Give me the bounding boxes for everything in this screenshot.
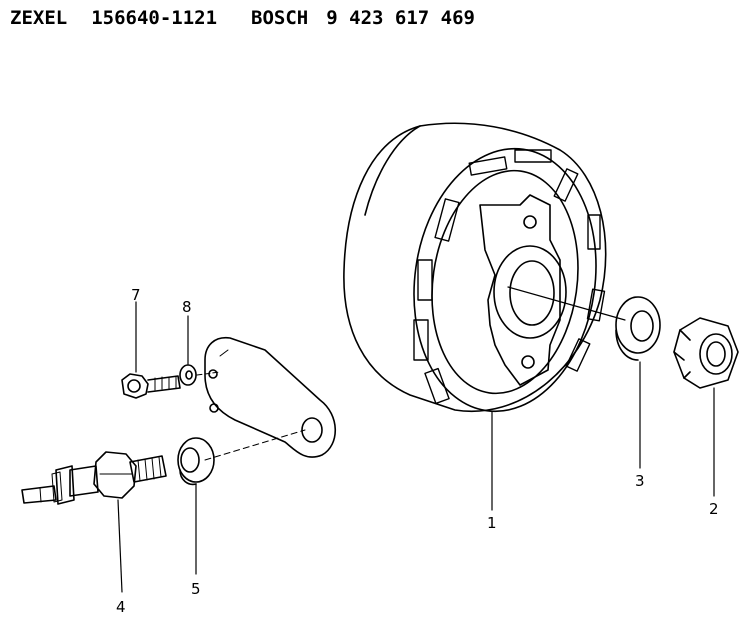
- spring-washer: [615, 296, 661, 469]
- part-label-2: 2: [709, 500, 719, 518]
- thick-washer: [177, 437, 215, 575]
- front-face-inner-rim: [431, 169, 579, 395]
- part-4-leader: [117, 499, 123, 593]
- front-face-rim: [413, 147, 597, 413]
- bosch-part-number: 9 423 617 469: [326, 7, 475, 29]
- flange-bolt: [121, 301, 181, 399]
- part-label-5: 5: [191, 580, 201, 598]
- brand-zexel: ZEXEL: [10, 7, 68, 29]
- rim-slots: [413, 149, 606, 405]
- zexel-part-number: 156640-1121: [91, 7, 218, 29]
- housing-assembly: [343, 122, 626, 511]
- part-label-4: 4: [116, 598, 126, 616]
- part-label-7: 7: [131, 286, 141, 304]
- diagram-header: ZEXEL 156640-1121 BOSCH 9 423 617 469: [10, 4, 475, 32]
- brand-bosch: BOSCH: [251, 7, 309, 29]
- threaded-hub: [493, 245, 567, 339]
- small-washer: [179, 315, 221, 386]
- bracket-axis-line: [204, 429, 306, 461]
- mounting-boss: [479, 194, 561, 386]
- housing-back-edge: [364, 125, 421, 216]
- mounting-bracket: [204, 336, 336, 461]
- part-label-8: 8: [182, 298, 192, 316]
- boss-hole-top: [523, 215, 537, 229]
- hex-nut: [673, 317, 739, 497]
- part-label-1: 1: [487, 514, 497, 532]
- housing-body: [343, 122, 607, 413]
- boss-hole-bottom: [521, 355, 535, 369]
- part-label-3: 3: [635, 472, 645, 490]
- stud-bolt-assembly: [21, 451, 167, 593]
- threaded-hub-bore: [509, 260, 555, 326]
- housing-axis-line: [507, 286, 626, 321]
